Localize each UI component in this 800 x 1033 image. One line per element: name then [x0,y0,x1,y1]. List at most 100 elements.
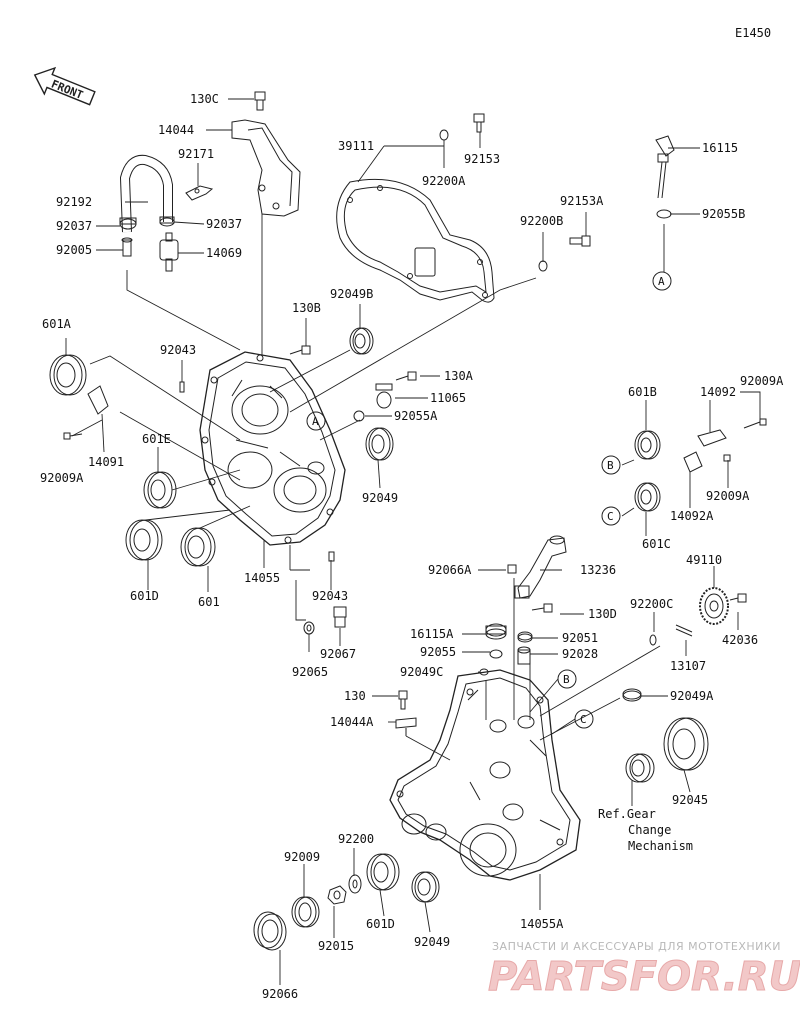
bolt-130c [254,91,266,111]
bracket-14092 [697,429,727,447]
label-92045: 92045 [672,793,708,807]
svg-text:A: A [312,415,319,428]
label-92055A: 92055A [394,409,438,423]
bolt-92153A [569,235,591,247]
callout-A-cover: A [306,411,326,431]
label-92200C: 92200C [630,597,673,611]
o-ring-92055 [489,649,503,659]
label-92200B: 92200B [520,214,563,228]
filter-14069 [159,232,179,272]
washer-92065 [303,621,315,635]
o-ring-92055B [656,209,672,219]
label-92153A: 92153A [560,194,604,208]
label-130: 130 [344,689,366,703]
pin-92043-top [179,381,185,393]
svg-text:B: B [607,459,614,472]
label-39111: 39111 [338,139,374,153]
callout-C-right: C [601,506,621,526]
label-130B: 130B [292,301,321,315]
label-601A: 601A [42,317,72,331]
seal-92009 [291,896,320,928]
label-601C: 601C [642,537,671,551]
lever-13236 [514,535,567,599]
label-92192: 92192 [56,195,92,209]
nut-92067 [333,606,347,628]
svg-text:C: C [607,510,614,523]
bearing-601C [634,482,661,512]
callout-B-case: B [557,669,577,689]
label-92200A: 92200A [422,174,466,188]
diagram-code: E1450 [735,26,771,40]
label-16115: 16115 [702,141,738,155]
bearing-601D-top [125,519,163,561]
ref-note-line1: Ref.Gear [598,807,656,821]
ref-note-line2: Change [628,823,671,837]
crankcase-cover-14055 [199,351,346,546]
part-labels: 130C 14044 92171 92192 92037 92037 92005… [40,92,784,1001]
bolt-42036 [729,593,747,603]
label-92171: 92171 [178,147,214,161]
label-92009A-r2: 92009A [706,489,750,503]
seal-92049-bottom [411,871,440,903]
cylinder-92028 [517,646,531,665]
bolt-92009A-r1 [743,418,767,429]
bolt-130 [398,690,408,710]
callout-B-right: B [601,455,621,475]
label-92043-bottom: 92043 [312,589,348,603]
label-14092: 14092 [700,385,736,399]
label-14055: 14055 [244,571,280,585]
label-601D-top: 601D [130,589,159,603]
bearing-601D-bottom [366,853,400,891]
fitting-92005 [121,237,133,257]
clip-92171 [185,185,214,201]
callout-A-top: A [652,271,672,291]
watermark-brand: PARTSFOR.RU [488,954,800,1000]
label-92051: 92051 [562,631,598,645]
bolt-130D [531,603,553,613]
collar-92066A [507,564,517,574]
label-92005: 92005 [56,243,92,257]
gear-49110 [699,587,729,625]
pin-92043-bottom [328,551,335,562]
label-14091: 14091 [88,455,124,469]
shaft-13107 [675,624,693,637]
label-92067: 92067 [320,647,356,661]
label-92009A-left: 92009A [40,471,84,485]
plate-14091 [87,385,109,415]
label-13236: 13236 [580,563,616,577]
sensor-11065 [375,383,393,409]
label-601B: 601B [628,385,657,399]
washer-92200C [649,634,657,646]
label-14069: 14069 [206,246,242,260]
label-92037-left: 92037 [56,219,92,233]
nut-92015 [327,885,347,905]
ref-note-line3: Mechanism [628,839,693,853]
washer-92200A [439,129,449,141]
seal-92049-left [365,427,394,461]
bracket-14092A [683,451,703,473]
label-11065: 11065 [430,391,466,405]
hose-92192 [119,154,173,233]
label-92200: 92200 [338,832,374,846]
washer-92200B [538,260,548,272]
bolt-92009A-r2 [723,454,731,462]
bearing-601E [143,471,177,509]
label-16115A: 16115A [410,627,454,641]
cap-16115A [485,623,507,640]
label-130D: 130D [588,607,617,621]
bearing-601 [180,527,216,567]
front-arrow-icon: FRONT [33,66,96,106]
bearing-601A [49,354,87,396]
label-92049B: 92049B [330,287,373,301]
label-14044: 14044 [158,123,194,137]
label-601E: 601E [142,432,171,446]
label-92066: 92066 [262,987,298,1001]
bolt-92153 [473,113,485,133]
label-130C: 130C [190,92,219,106]
label-92037-right: 92037 [206,217,242,231]
seal-92051 [517,631,533,643]
label-601D-bottom: 601D [366,917,395,931]
label-601: 601 [198,595,220,609]
label-92043-top: 92043 [160,343,196,357]
crankcase-14055A [389,669,581,881]
